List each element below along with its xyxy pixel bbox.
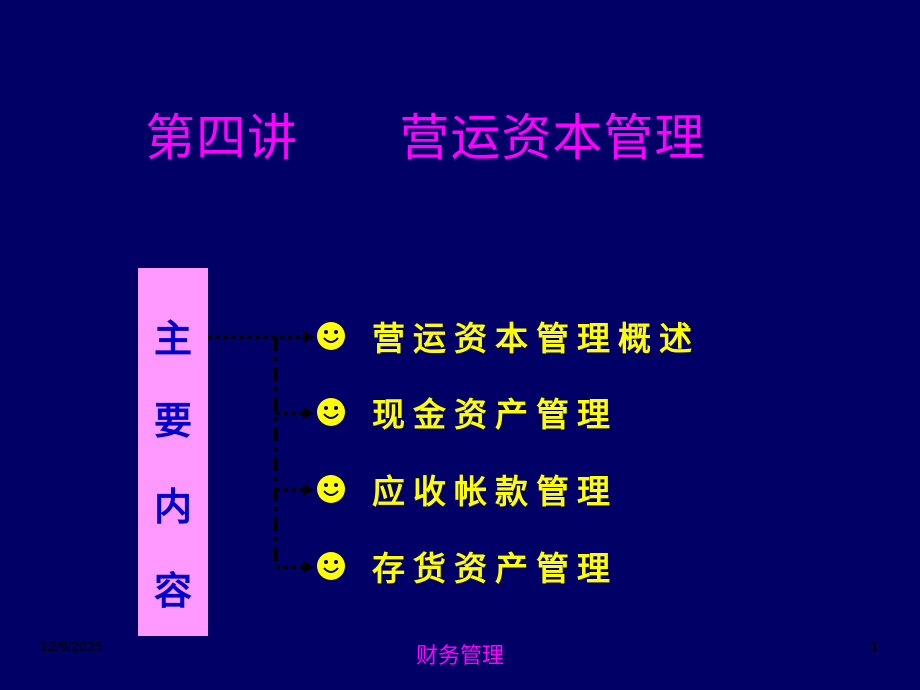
topic-label: 存货资产管理 — [372, 549, 618, 588]
slide-title: 第四讲 营运资本管理 — [145, 109, 706, 167]
topic-label: 应收帐款管理 — [372, 472, 618, 511]
side-label-char: 容 — [153, 568, 192, 613]
smiley-icon — [317, 552, 345, 580]
side-label-char: 内 — [153, 484, 192, 529]
footer-title: 财务管理 — [415, 644, 504, 669]
side-label-char: 主 — [153, 316, 192, 361]
footer-date: 12/9/2025 — [40, 638, 103, 654]
topic-item: 存货资产管理 — [316, 546, 618, 588]
topic-item: 营运资本管理概述 — [316, 316, 700, 358]
smiley-icon — [317, 475, 345, 503]
topic-item: 应收帐款管理 — [316, 469, 618, 511]
main-contents-label-box: 主 要 内 容 — [138, 268, 208, 636]
topic-label: 营运资本管理概述 — [372, 319, 700, 358]
topic-label: 现金资产管理 — [372, 395, 618, 434]
smiley-icon — [317, 322, 345, 350]
topic-item: 现金资产管理 — [316, 392, 618, 434]
smiley-icon — [317, 398, 345, 426]
side-label-char: 要 — [153, 398, 192, 443]
page-number: 1 — [870, 638, 878, 654]
